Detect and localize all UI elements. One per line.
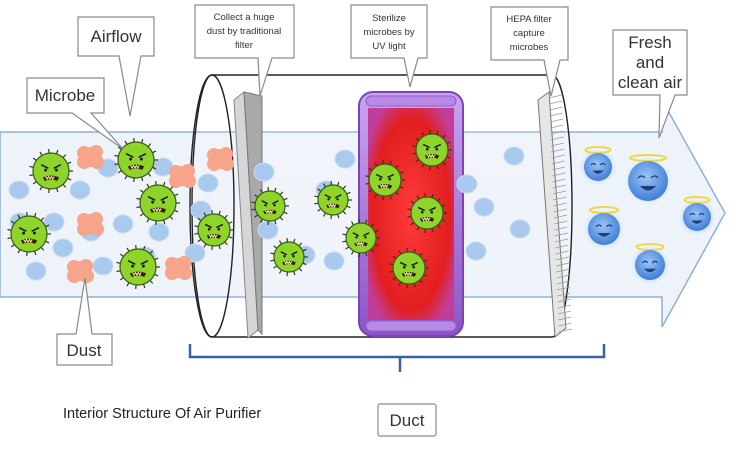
sterilize-line-1: Sterilize [372, 13, 406, 24]
clean-air-face-icon [675, 195, 719, 239]
clean-air-face-icon [627, 242, 673, 288]
dust-icon [67, 259, 94, 283]
fresh-air-callout: Fresh and clean air [613, 30, 687, 138]
fresh-air-line-1: Fresh [628, 33, 671, 52]
collect-dust-line-3: filter [235, 40, 253, 51]
particle-icon [466, 242, 486, 260]
particle-icon [70, 181, 90, 199]
particle-icon [93, 257, 113, 275]
sterilize-line-3: UV light [372, 41, 406, 52]
particle-icon [457, 175, 477, 193]
particle-icon [149, 223, 169, 241]
particle-icon [335, 150, 355, 168]
particle-icon [26, 262, 46, 280]
dust-icon [77, 212, 104, 236]
sterilize-line-2: microbes by [363, 27, 414, 38]
dust-icon [207, 147, 234, 171]
dust-icon [165, 256, 192, 280]
particle-icon [324, 252, 344, 270]
dust-label: Dust [67, 341, 102, 360]
particle-icon [254, 163, 274, 181]
clean-air-face-icon [620, 153, 676, 209]
particle-icon [9, 181, 29, 199]
duct-bracket [190, 344, 604, 372]
particle-icon [504, 147, 524, 165]
fresh-air-line-2: and [636, 53, 664, 72]
dust-icon [169, 164, 196, 188]
microbe-label: Microbe [35, 86, 95, 105]
airflow-label: Airflow [90, 27, 142, 46]
dust-icon [77, 145, 104, 169]
clean-air-face-icon [576, 145, 620, 189]
particle-icon [44, 213, 64, 231]
clean-air-face-icon [580, 205, 628, 253]
hepa-line-3: microbes [510, 42, 549, 53]
particle-icon [510, 220, 530, 238]
fresh-air-line-3: clean air [618, 73, 683, 92]
particle-icon [53, 239, 73, 257]
collect-dust-line-1: Collect a huge [214, 12, 275, 23]
collect-dust-line-2: dust by traditional [207, 26, 281, 37]
duct-callout: Duct [378, 404, 436, 436]
particle-icon [198, 174, 218, 192]
hepa-line-1: HEPA filter [506, 14, 551, 25]
particle-icon [113, 215, 133, 233]
particle-icon [474, 198, 494, 216]
diagram-title: Interior Structure Of Air Purifier [63, 406, 261, 422]
hepa-line-2: capture [513, 28, 545, 39]
duct-label: Duct [390, 411, 425, 430]
